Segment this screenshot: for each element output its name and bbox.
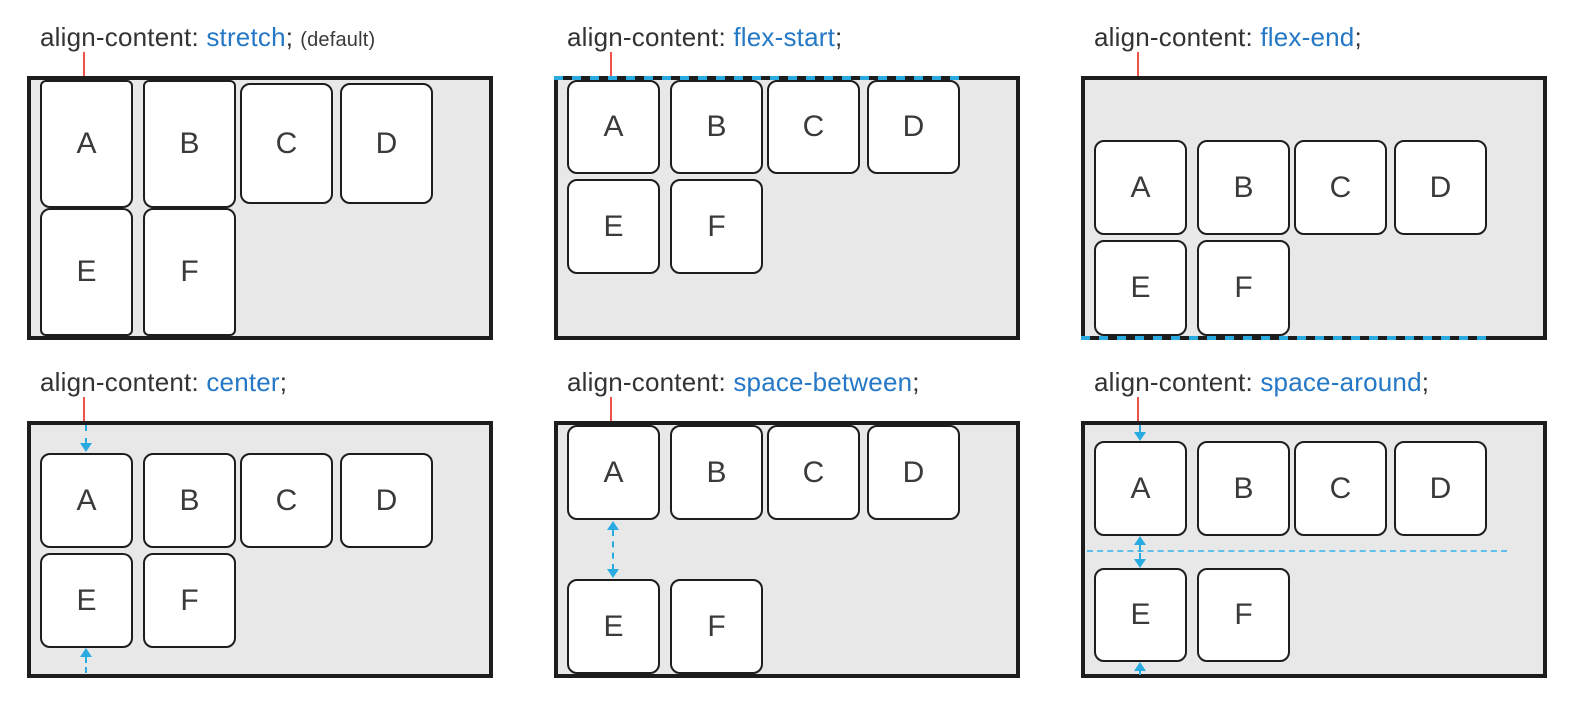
bottom-gap-arrow-stem bbox=[1139, 671, 1141, 675]
property-value: stretch bbox=[206, 22, 286, 52]
bottom-gap-arrow-up-icon bbox=[80, 648, 92, 657]
mid-gap-arrow-up-stem bbox=[1139, 545, 1141, 552]
top-gap-arrow-stem bbox=[85, 425, 87, 444]
flex-item-a: A bbox=[40, 453, 133, 548]
bottom-gap-arrow-up-icon bbox=[1134, 662, 1146, 671]
flex-item-c: C bbox=[767, 425, 860, 520]
flex-item-e: E bbox=[1094, 568, 1187, 662]
flex-item-d: D bbox=[340, 453, 433, 548]
property-value: space-between bbox=[733, 367, 913, 397]
label-pointer-line bbox=[83, 52, 85, 77]
between-rows-arrow-up-icon bbox=[607, 521, 619, 530]
property-label: align-content: bbox=[567, 367, 734, 397]
property-value: space-around bbox=[1260, 367, 1422, 397]
property-label: align-content: bbox=[1094, 367, 1261, 397]
flex-item-c: C bbox=[240, 453, 333, 548]
semicolon: ; bbox=[285, 22, 294, 52]
property-label: align-content: bbox=[1094, 22, 1261, 52]
flex-item-a: A bbox=[40, 80, 133, 208]
panel-align-content-flex-start: align-content: flex-start; A B C D E F bbox=[554, 22, 1024, 352]
top-gap-arrow-down-icon bbox=[80, 443, 92, 452]
flex-item-f: F bbox=[143, 208, 236, 336]
flex-container-space-between: A B C D E F bbox=[554, 421, 1020, 678]
flex-item-c: C bbox=[1294, 441, 1387, 536]
flex-container-space-around: A B C D E F bbox=[1081, 421, 1547, 678]
label-pointer-line bbox=[83, 397, 85, 422]
top-gap-arrow-stem bbox=[1139, 425, 1141, 433]
panel-align-content-center: align-content: center; A B C D E F bbox=[27, 367, 497, 697]
flex-item-f: F bbox=[143, 553, 236, 648]
panel-title: align-content: flex-end; bbox=[1094, 22, 1362, 53]
flex-item-b: B bbox=[1197, 441, 1290, 536]
flex-item-b: B bbox=[143, 80, 236, 208]
bottom-gap-arrow-stem bbox=[85, 657, 87, 673]
property-value: flex-start bbox=[733, 22, 836, 52]
panel-align-content-space-between: align-content: space-between; A B C D E … bbox=[554, 367, 1024, 697]
flex-container-center: A B C D E F bbox=[27, 421, 493, 678]
label-pointer-line bbox=[1137, 397, 1139, 422]
flex-item-d: D bbox=[1394, 140, 1487, 235]
property-label: align-content: bbox=[40, 367, 207, 397]
mid-gap-arrow-up-icon bbox=[1134, 536, 1146, 545]
flex-item-f: F bbox=[670, 179, 763, 274]
label-pointer-line bbox=[610, 52, 612, 77]
top-edge-dashed-line bbox=[554, 76, 968, 80]
flex-item-b: B bbox=[670, 425, 763, 520]
flex-item-a: A bbox=[1094, 140, 1187, 235]
flex-item-e: E bbox=[1094, 240, 1187, 336]
flex-item-e: E bbox=[40, 553, 133, 648]
flex-item-a: A bbox=[567, 80, 660, 174]
property-value: flex-end bbox=[1260, 22, 1355, 52]
panel-title: align-content: flex-start; bbox=[567, 22, 842, 53]
flex-container-flex-start: A B C D E F bbox=[554, 76, 1020, 340]
flex-container-stretch: A B C D E F bbox=[27, 76, 493, 340]
flex-item-f: F bbox=[670, 579, 763, 674]
flex-item-f: F bbox=[1197, 240, 1290, 336]
semicolon: ; bbox=[279, 367, 288, 397]
default-note: (default) bbox=[300, 29, 376, 51]
flex-item-d: D bbox=[867, 425, 960, 520]
mid-gap-arrow-down-icon bbox=[1134, 559, 1146, 568]
mid-gap-arrow-down-stem bbox=[1139, 553, 1141, 560]
flex-item-a: A bbox=[1094, 441, 1187, 536]
flex-item-d: D bbox=[1394, 441, 1487, 536]
flex-item-c: C bbox=[767, 80, 860, 174]
between-rows-arrow-down-icon bbox=[607, 569, 619, 578]
property-label: align-content: bbox=[567, 22, 734, 52]
panel-title: align-content: stretch; (default) bbox=[40, 22, 375, 53]
flex-container-flex-end: A B C D E F bbox=[1081, 76, 1547, 340]
flex-item-d: D bbox=[867, 80, 960, 174]
panel-align-content-stretch: align-content: stretch; (default) A B C D… bbox=[27, 22, 497, 352]
panel-align-content-flex-end: align-content: flex-end; A B C D E F bbox=[1081, 22, 1551, 352]
panel-title: align-content: space-between; bbox=[567, 367, 920, 398]
flex-item-f: F bbox=[1197, 568, 1290, 662]
flex-item-e: E bbox=[567, 179, 660, 274]
flex-item-c: C bbox=[1294, 140, 1387, 235]
flex-item-b: B bbox=[143, 453, 236, 548]
semicolon: ; bbox=[1421, 367, 1430, 397]
panel-title: align-content: center; bbox=[40, 367, 287, 398]
bottom-edge-dashed-line bbox=[1081, 336, 1495, 340]
label-pointer-line bbox=[1137, 52, 1139, 77]
flex-item-c: C bbox=[240, 83, 333, 204]
between-rows-arrow-stem bbox=[612, 530, 614, 570]
flex-item-d: D bbox=[340, 83, 433, 204]
flex-item-b: B bbox=[1197, 140, 1290, 235]
property-value: center bbox=[206, 367, 280, 397]
property-label: align-content: bbox=[40, 22, 207, 52]
semicolon: ; bbox=[912, 367, 920, 397]
top-gap-arrow-down-icon bbox=[1134, 432, 1146, 441]
semicolon: ; bbox=[835, 22, 843, 52]
flex-item-e: E bbox=[40, 208, 133, 336]
panel-align-content-space-around: align-content: space-around; A B C D E F bbox=[1081, 367, 1551, 697]
flex-item-e: E bbox=[567, 579, 660, 674]
flex-item-a: A bbox=[567, 425, 660, 520]
mid-dashed-line bbox=[1087, 550, 1507, 552]
semicolon: ; bbox=[1354, 22, 1362, 52]
flex-item-b: B bbox=[670, 80, 763, 174]
label-pointer-line bbox=[610, 397, 612, 422]
panel-title: align-content: space-around; bbox=[1094, 367, 1429, 398]
